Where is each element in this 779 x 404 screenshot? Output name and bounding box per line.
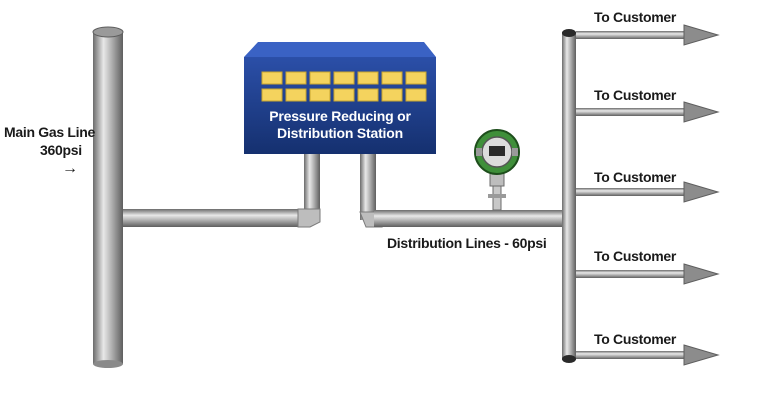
arrow-right-icon [683, 344, 720, 366]
customer-label-4: To Customer [594, 248, 676, 264]
customer-branch-3 [576, 181, 720, 203]
station-windows [261, 71, 427, 102]
arrow-right-icon [683, 24, 720, 46]
station-title-line2: Distribution Station [277, 125, 403, 141]
customer-header-pipe [562, 29, 576, 363]
arrow-right-icon [683, 101, 720, 123]
station-title: Pressure Reducing or Distribution Statio… [244, 108, 436, 142]
arrow-right-icon: → [62, 160, 78, 177]
station-title-line1: Pressure Reducing or [269, 108, 411, 124]
arrow-right-icon [683, 263, 720, 285]
pressure-meter-icon [474, 129, 520, 211]
customer-branch-4 [576, 263, 720, 285]
customer-branch-5 [576, 344, 720, 366]
customer-label-3: To Customer [594, 169, 676, 185]
customer-branch-1 [576, 24, 720, 46]
customer-branch-2 [576, 101, 720, 123]
distribution-lines-label: Distribution Lines - 60psi [387, 235, 547, 251]
main-gas-line-label: Main Gas Line [4, 124, 96, 140]
customer-label-5: To Customer [594, 331, 676, 347]
station-output-pipe [359, 150, 574, 228]
main-gas-line-pressure: 360psi [40, 142, 82, 158]
main-gas-pipe [92, 26, 124, 368]
station-feed-pipe [123, 150, 321, 228]
customer-label-1: To Customer [594, 9, 676, 25]
customer-label-2: To Customer [594, 87, 676, 103]
distribution-station [244, 42, 436, 154]
arrow-right-icon [683, 181, 720, 203]
